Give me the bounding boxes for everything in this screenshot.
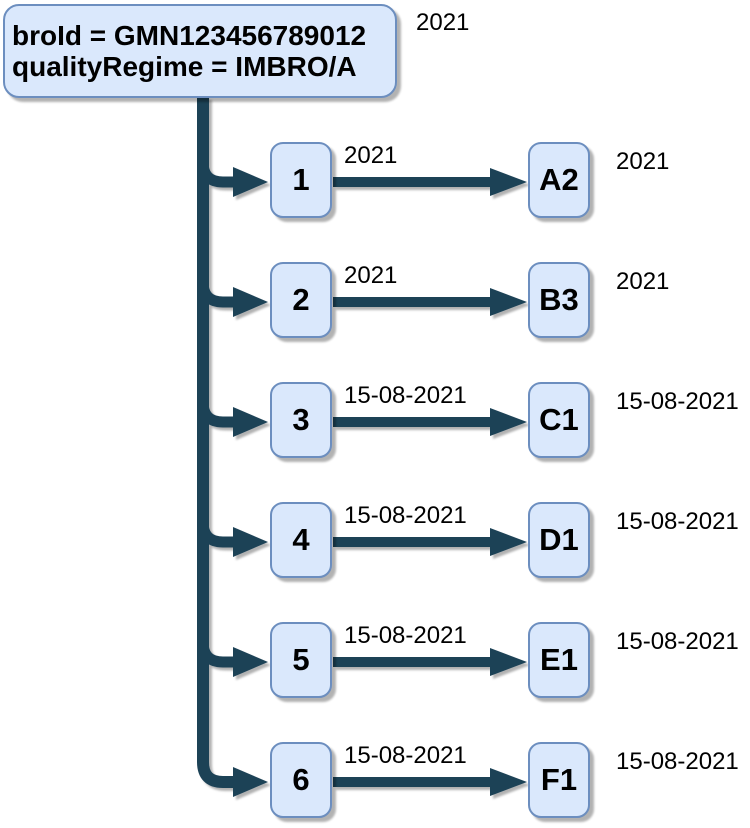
source-node: 2 bbox=[270, 262, 332, 338]
side-date-label: 15-08-2021 bbox=[616, 388, 739, 415]
side-date-label: 2021 bbox=[616, 268, 670, 295]
edge-date-label: 2021 bbox=[344, 142, 398, 169]
target-node: E1 bbox=[528, 622, 590, 698]
node-label: 2 bbox=[292, 282, 310, 317]
diagram-row: 2 2021 B3 2021 bbox=[0, 262, 750, 342]
source-node: 4 bbox=[270, 502, 332, 578]
source-node: 1 bbox=[270, 142, 332, 218]
node-label: F1 bbox=[540, 762, 578, 797]
side-date-label: 15-08-2021 bbox=[616, 628, 739, 655]
diagram-row: 3 15-08-2021 C1 15-08-2021 bbox=[0, 382, 750, 462]
edge-date-label: 2021 bbox=[344, 262, 398, 289]
branch-connector bbox=[197, 254, 235, 308]
node-label: D1 bbox=[539, 522, 579, 557]
node-label: 3 bbox=[292, 402, 310, 437]
edge-arrowhead-icon bbox=[490, 168, 527, 196]
root-node-line1: broId = GMN123456789012 bbox=[12, 20, 367, 51]
edge-arrowhead-icon bbox=[490, 768, 527, 796]
branch-arrowhead-icon bbox=[233, 287, 268, 317]
branch-connector bbox=[197, 374, 235, 428]
edge-arrowhead-icon bbox=[490, 408, 527, 436]
source-node: 6 bbox=[270, 742, 332, 818]
branch-connector bbox=[197, 614, 235, 668]
node-label: B3 bbox=[539, 282, 579, 317]
edge-arrowhead-icon bbox=[490, 648, 527, 676]
node-label: A2 bbox=[539, 162, 579, 197]
node-label: 5 bbox=[292, 642, 310, 677]
diagram-row: 1 2021 A2 2021 bbox=[0, 142, 750, 222]
edge-date-label: 15-08-2021 bbox=[344, 382, 467, 409]
branch-arrowhead-icon bbox=[233, 407, 268, 437]
node-label: 1 bbox=[292, 162, 310, 197]
target-node: C1 bbox=[528, 382, 590, 458]
source-node: 5 bbox=[270, 622, 332, 698]
target-node: D1 bbox=[528, 502, 590, 578]
side-date-label: 15-08-2021 bbox=[616, 508, 739, 535]
branch-connector bbox=[197, 134, 235, 188]
branch-arrowhead-icon bbox=[233, 647, 268, 677]
branch-arrowhead-icon bbox=[233, 167, 268, 197]
side-date-label: 2021 bbox=[616, 148, 670, 175]
root-node-line2: qualityRegime = IMBRO/A bbox=[12, 51, 357, 82]
source-node: 3 bbox=[270, 382, 332, 458]
diagram-row: 4 15-08-2021 D1 15-08-2021 bbox=[0, 502, 750, 582]
target-node: F1 bbox=[528, 742, 590, 818]
edge-arrowhead-icon bbox=[490, 528, 527, 556]
trunk-connector bbox=[197, 97, 235, 788]
diagram-row: 5 15-08-2021 E1 15-08-2021 bbox=[0, 622, 750, 702]
node-label: C1 bbox=[539, 402, 579, 437]
node-label: 6 bbox=[292, 762, 310, 797]
target-node: A2 bbox=[528, 142, 590, 218]
diagram-row: 6 15-08-2021 F1 15-08-2021 bbox=[0, 742, 750, 822]
edge-arrowhead-icon bbox=[490, 288, 527, 316]
branch-connector bbox=[197, 494, 235, 548]
root-side-date-label: 2021 bbox=[416, 9, 470, 36]
branch-arrowhead-icon bbox=[233, 527, 268, 557]
node-label: 4 bbox=[292, 522, 310, 557]
branch-arrowhead-icon bbox=[233, 767, 268, 797]
node-label: E1 bbox=[540, 642, 578, 677]
edge-date-label: 15-08-2021 bbox=[344, 742, 467, 769]
target-node: B3 bbox=[528, 262, 590, 338]
root-node: broId = GMN123456789012 qualityRegime = … bbox=[3, 4, 397, 98]
edge-date-label: 15-08-2021 bbox=[344, 502, 467, 529]
side-date-label: 15-08-2021 bbox=[616, 748, 739, 775]
edge-date-label: 15-08-2021 bbox=[344, 622, 467, 649]
